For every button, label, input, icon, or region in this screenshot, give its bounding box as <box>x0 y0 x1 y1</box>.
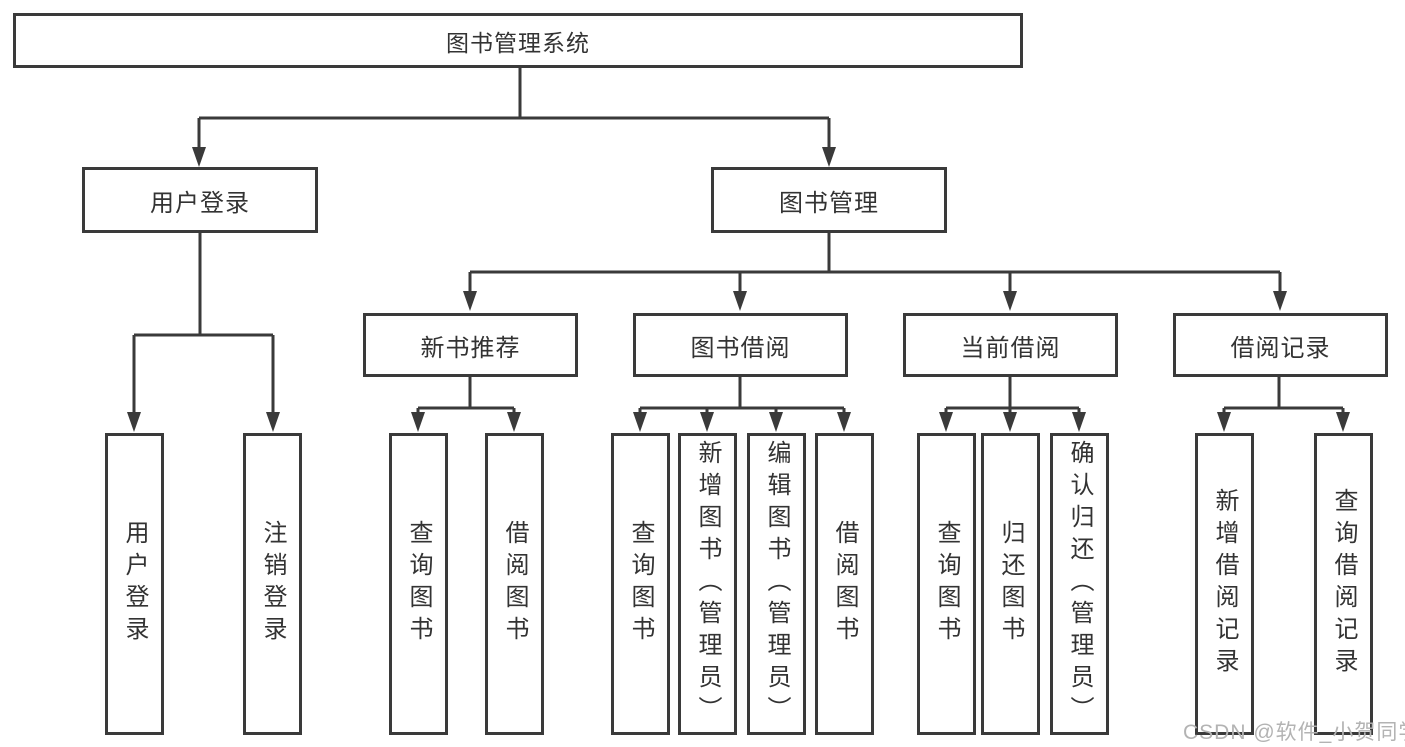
node-query-borrow-record: 查询借阅记录 <box>1314 433 1373 735</box>
node-label: 编辑图书（管理员） <box>763 440 790 728</box>
node-logout: 注销登录 <box>243 433 302 735</box>
node-query-books-current: 查询图书 <box>917 433 976 735</box>
node-return-books: 归还图书 <box>981 433 1040 735</box>
node-confirm-return-admin: 确认归还（管理员） <box>1050 433 1109 735</box>
node-root: 图书管理系统 <box>13 13 1023 68</box>
node-edit-book-admin: 编辑图书（管理员） <box>747 433 806 735</box>
node-current-borrow: 当前借阅 <box>903 313 1118 377</box>
node-borrow-books-recommend: 借阅图书 <box>485 433 544 735</box>
node-label: 查询借阅记录 <box>1330 488 1357 680</box>
node-label: 归还图书 <box>997 520 1024 648</box>
node-label: 查询图书 <box>933 520 960 648</box>
node-label: 图书借阅 <box>690 334 791 362</box>
node-label: 查询图书 <box>405 520 432 648</box>
node-book-management: 图书管理 <box>711 167 947 233</box>
node-label: 确认归还（管理员） <box>1066 440 1093 728</box>
node-user-login-leaf: 用户登录 <box>105 433 164 735</box>
node-add-borrow-record: 新增借阅记录 <box>1195 433 1254 735</box>
node-label: 图书管理 <box>779 189 879 217</box>
node-new-book-recommend: 新书推荐 <box>363 313 578 377</box>
node-user-login: 用户登录 <box>82 167 318 233</box>
node-label: 新增图书（管理员） <box>694 440 721 728</box>
node-add-book-admin: 新增图书（管理员） <box>678 433 737 735</box>
arrowheads <box>127 147 1350 432</box>
node-label: 注销登录 <box>259 520 286 648</box>
node-label: 新增借阅记录 <box>1211 488 1238 680</box>
node-label: 借阅记录 <box>1230 334 1331 362</box>
node-label: 用户登录 <box>150 189 250 217</box>
node-borrow-records: 借阅记录 <box>1173 313 1388 377</box>
node-book-borrow: 图书借阅 <box>633 313 848 377</box>
node-label: 用户登录 <box>121 520 148 648</box>
node-borrow-books-leaf: 借阅图书 <box>815 433 874 735</box>
node-label: 借阅图书 <box>501 520 528 648</box>
node-label: 新书推荐 <box>420 334 521 362</box>
watermark: CSDN @软件_小贺同学 <box>1183 721 1405 744</box>
node-query-books-borrow: 查询图书 <box>611 433 670 735</box>
node-label: 图书管理系统 <box>446 29 590 56</box>
node-label: 查询图书 <box>627 520 654 648</box>
node-query-books-recommend: 查询图书 <box>389 433 448 735</box>
node-label: 当前借阅 <box>960 334 1061 362</box>
node-label: 借阅图书 <box>831 520 858 648</box>
